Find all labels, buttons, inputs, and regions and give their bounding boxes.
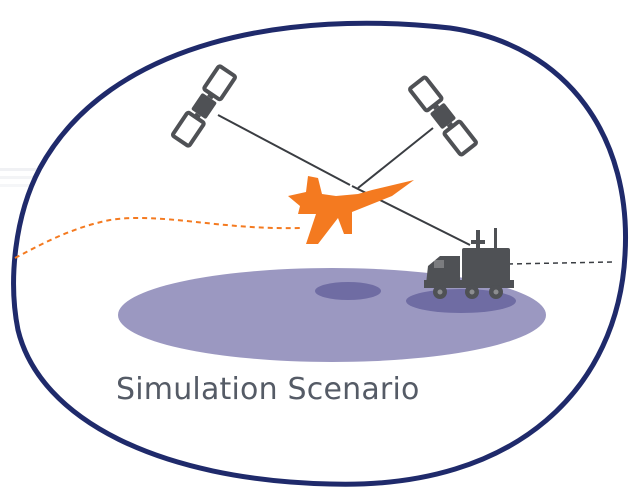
satellite-link-right	[357, 127, 434, 189]
radar-truck-icon	[424, 228, 514, 299]
satellite-link-left	[217, 114, 351, 186]
scenario-boundary	[11, 20, 629, 487]
ground-link	[507, 261, 613, 265]
satellite-icon	[170, 64, 238, 148]
scenario-label: Simulation Scenario	[116, 372, 420, 407]
ground-patch-vehicle	[406, 289, 516, 313]
fighter-jet-icon	[288, 176, 414, 244]
flight-path	[14, 216, 301, 259]
edge-streaks	[0, 168, 40, 187]
satellite-icon	[408, 75, 478, 157]
ground-patch-center	[315, 282, 381, 300]
